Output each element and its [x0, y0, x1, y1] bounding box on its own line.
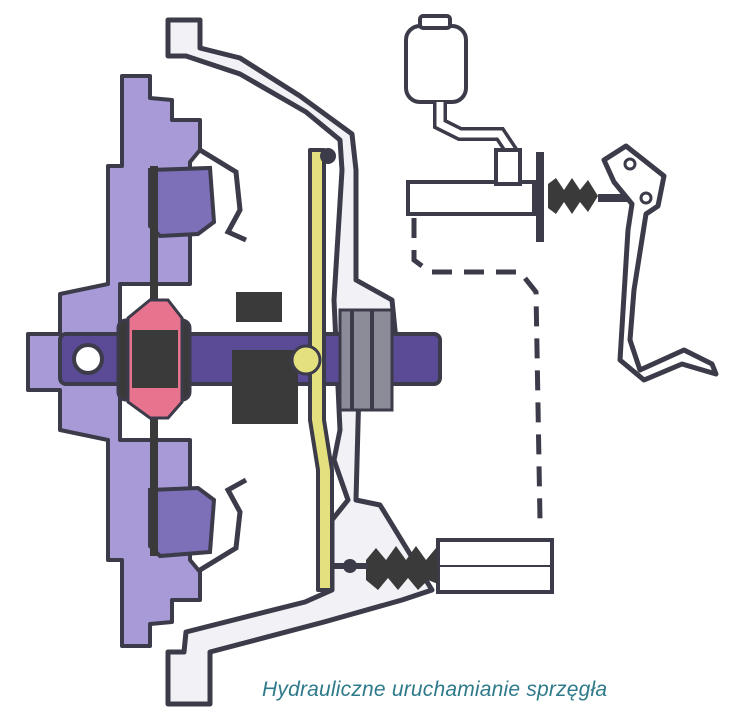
release-bearing-block — [232, 350, 298, 424]
release-bearing-housing — [236, 292, 282, 322]
master-boot — [548, 178, 598, 214]
pilot-bearing — [72, 343, 104, 375]
diaphragm-spring-top — [198, 147, 248, 243]
clutch-pedal — [601, 143, 719, 383]
diagram-caption: Hydrauliczne uruchamianie sprzęgła — [262, 678, 608, 701]
bell-housing — [165, 17, 435, 707]
hub-splines — [132, 330, 178, 388]
pressure-plate-bottom — [148, 485, 217, 559]
firewall-plate — [536, 152, 544, 242]
sleeve — [338, 308, 394, 412]
clutch-disc-bottom — [150, 410, 158, 556]
reservoir-hose-inner — [436, 102, 515, 154]
pressure-plate-top — [148, 165, 217, 239]
pushrod-pin — [639, 191, 653, 205]
slave-boot — [366, 546, 438, 590]
slave-cylinder — [330, 538, 554, 594]
bell-housing-outline — [165, 17, 435, 707]
release-lever — [290, 148, 336, 592]
master-cylinder-port — [494, 148, 522, 186]
hydraulic-line — [411, 218, 543, 521]
release-bearing — [232, 292, 394, 424]
clutch-disc-top — [150, 166, 158, 322]
reservoir-tank — [404, 24, 468, 104]
fork-ball — [290, 344, 322, 376]
reservoir-cap — [418, 14, 452, 30]
master-cylinder-body — [406, 180, 536, 216]
diaphragm-spring-bottom — [198, 477, 248, 573]
release-fork — [308, 148, 334, 592]
fork-pivot — [320, 148, 336, 164]
slave-pushrod-end — [343, 559, 357, 573]
pedal-pivot — [623, 157, 637, 171]
fluid-reservoir — [404, 14, 518, 156]
master-cylinder — [406, 143, 719, 383]
